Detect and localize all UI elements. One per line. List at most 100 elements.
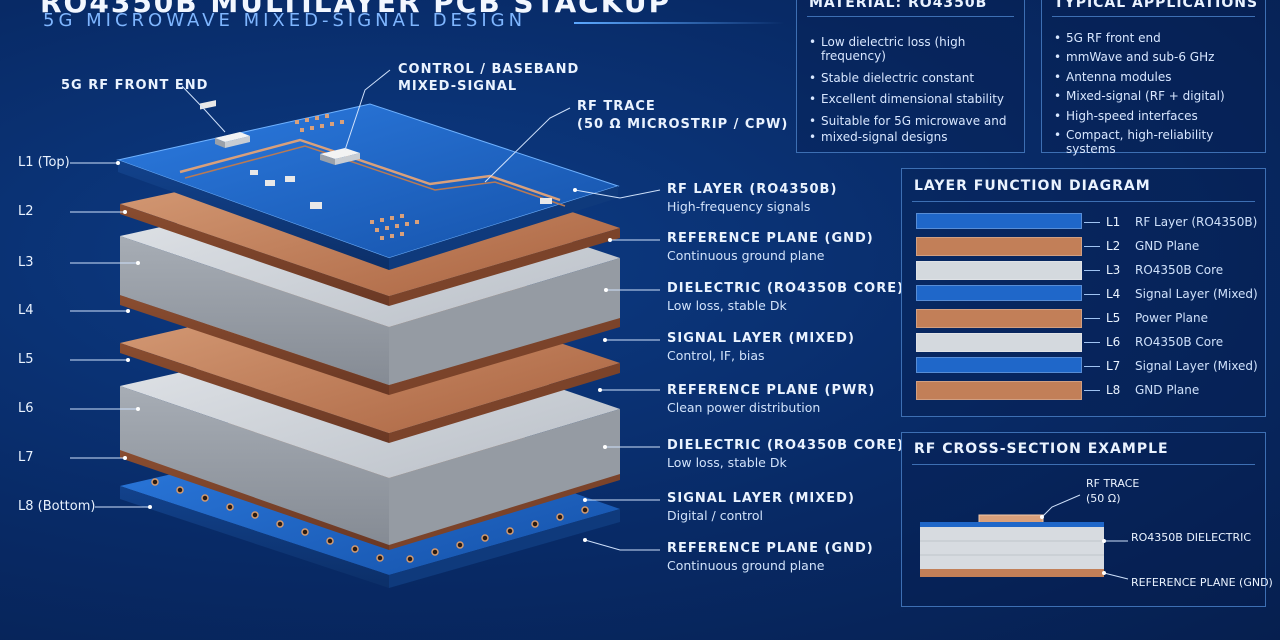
layer-function-title: LAYER FUNCTION DIAGRAM: [914, 178, 1151, 194]
cross-section-dielectric: [920, 527, 1104, 569]
layer-label-desc: Low loss, stable Dk: [667, 298, 787, 313]
layer-color-swatch: [916, 261, 1082, 280]
layer-label-desc: Continuous ground plane: [667, 248, 825, 263]
cross-section-dielectric-label: RO4350B DIELECTRIC: [1131, 531, 1252, 544]
layer-color-swatch: [916, 333, 1082, 352]
layer-function-row: L8 GND Plane: [916, 381, 1246, 400]
layer-color-swatch: [916, 357, 1082, 373]
material-panel-title: MATERIAL: RO4350B: [809, 0, 988, 11]
layer-function-id: L3: [1106, 263, 1121, 277]
layer-function-id: L7: [1106, 359, 1121, 373]
layer-function-id: L2: [1106, 239, 1121, 253]
layer-label-desc: Clean power distribution: [667, 400, 821, 415]
applications-panel: TYPICAL APPLICATIONS 5G RF front end mmW…: [1041, 0, 1266, 156]
application-item: Mixed-signal (RF + digital): [1054, 89, 1265, 104]
layer-leader-line: [1084, 366, 1100, 367]
applications-panel-title: TYPICAL APPLICATIONS: [1054, 0, 1259, 11]
callout-control-line1: CONTROL / BASEBAND: [398, 62, 580, 77]
cross-section-panel: RF CROSS-SECTION EXAMPLE RF TRACE (50 Ω)…: [901, 432, 1273, 607]
subtitle-divider: [574, 22, 784, 24]
layer-label-desc: Control, IF, bias: [667, 348, 765, 363]
layer-id-l1: L1 (Top): [18, 155, 70, 170]
callout-rf-trace-line2: (50 Ω MICROSTRIP / CPW): [577, 117, 789, 132]
material-item: Suitable for 5G microwave and: [809, 114, 1024, 129]
layer-id-l5: L5: [18, 352, 34, 367]
layer-label-title: REFERENCE PLANE (GND): [667, 231, 874, 246]
cross-section-plane-label: REFERENCE PLANE (GND): [1131, 576, 1273, 589]
layer-function-row: L7 Signal Layer (Mixed): [916, 357, 1258, 376]
layer-function-row: L3 RO4350B Core: [916, 261, 1246, 280]
layer-leader-line: [1084, 222, 1100, 223]
material-item: Stable dielectric constant: [809, 71, 1024, 86]
layer-label-title: SIGNAL LAYER (MIXED): [667, 331, 855, 346]
layer-id-l6: L6: [18, 401, 34, 416]
layer-function-name: RO4350B Core: [1135, 335, 1224, 349]
application-item: 5G RF front end: [1054, 31, 1265, 46]
layer-function-divider: [912, 201, 1255, 202]
layer-function-name: GND Plane: [1135, 239, 1200, 253]
callout-rf-front-end: 5G RF FRONT END: [61, 78, 209, 93]
cross-section-title: RF CROSS-SECTION EXAMPLE: [914, 441, 1169, 457]
layer-id-l4: L4: [18, 303, 34, 318]
rf-front-end-chip: [215, 132, 250, 148]
layer-label-desc: High-frequency signals: [667, 199, 811, 214]
layer-function-name: RF Layer (RO4350B): [1135, 215, 1258, 229]
layer-function-id: L4: [1106, 287, 1121, 301]
material-item: Low dielectric loss (high frequency): [809, 35, 1024, 64]
layer-leader-line: [1084, 246, 1100, 247]
layer-function-id: L8: [1106, 383, 1121, 397]
layer-label-desc: Digital / control: [667, 508, 764, 523]
layer-leader-line: [1084, 294, 1100, 295]
applications-panel-divider: [1052, 16, 1255, 17]
layer-id-l8: L8 (Bottom): [18, 499, 96, 514]
layer-leader-line: [1084, 270, 1100, 271]
callout-control-line2: MIXED-SIGNAL: [398, 79, 518, 94]
cross-section-trace-label: RF TRACE: [1086, 477, 1140, 490]
layer-label-desc: Low loss, stable Dk: [667, 455, 787, 470]
layer-id-l7: L7: [18, 450, 34, 465]
cross-section-drawing: [920, 494, 1129, 580]
application-item: High-speed interfaces: [1054, 109, 1265, 124]
material-item-continued: mixed-signal designs: [809, 130, 1024, 145]
material-panel: MATERIAL: RO4350B Low dielectric loss (h…: [796, 0, 1025, 153]
page-subtitle: 5G MICROWAVE MIXED-SIGNAL DESIGN: [43, 10, 527, 31]
layer-color-swatch: [916, 309, 1082, 328]
application-item: Antenna modules: [1054, 70, 1265, 85]
layer-function-id: L5: [1106, 311, 1121, 325]
layer-label-title: SIGNAL LAYER (MIXED): [667, 491, 855, 506]
layer-color-swatch: [916, 285, 1082, 301]
cross-section-plane: [920, 569, 1104, 577]
layer-color-swatch: [916, 381, 1082, 400]
layer-function-name: Power Plane: [1135, 311, 1209, 325]
layer-function-name: RO4350B Core: [1135, 263, 1224, 277]
layer-leader-line: [1084, 390, 1100, 391]
page-title: RO4350B MULTILAYER PCB STACKUP: [40, 0, 672, 19]
layer-label-title: DIELECTRIC (RO4350B CORE): [667, 438, 905, 453]
layer-label-desc: Continuous ground plane: [667, 558, 825, 573]
material-list: Low dielectric loss (high frequency) Sta…: [809, 35, 1024, 151]
layer-leader-line: [1084, 342, 1100, 343]
layer-l1-board: [116, 100, 620, 270]
cross-section-trace-impedance: (50 Ω): [1086, 492, 1121, 505]
layer-function-id: L6: [1106, 335, 1121, 349]
layer-color-swatch: [916, 213, 1082, 229]
layer-label-title: RF LAYER (RO4350B): [667, 182, 838, 197]
applications-list: 5G RF front end mmWave and sub-6 GHz Ant…: [1054, 31, 1265, 162]
baseband-chip: [320, 148, 360, 165]
layer-leader-line: [1084, 318, 1100, 319]
material-panel-divider: [807, 16, 1014, 17]
layer-color-swatch: [916, 237, 1082, 256]
layer-label-title: REFERENCE PLANE (GND): [667, 541, 874, 556]
layer-function-row: L5 Power Plane: [916, 309, 1246, 328]
layer-function-name: GND Plane: [1135, 383, 1200, 397]
material-item: Excellent dimensional stability: [809, 92, 1024, 107]
application-item: Compact, high-reliability systems: [1054, 128, 1265, 157]
layer-id-l3: L3: [18, 255, 34, 270]
layer-label-title: REFERENCE PLANE (PWR): [667, 383, 876, 398]
layer-function-name: Signal Layer (Mixed): [1135, 359, 1258, 373]
application-item: mmWave and sub-6 GHz: [1054, 50, 1265, 65]
